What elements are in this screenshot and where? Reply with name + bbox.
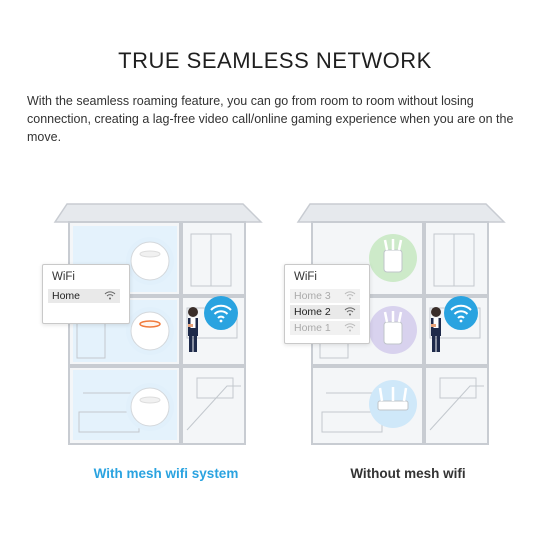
network-item-home-1[interactable]: Home 1 xyxy=(290,321,360,335)
wifi-icon xyxy=(344,307,356,316)
range-extender-icon xyxy=(369,306,417,354)
page-title: TRUE SEAMLESS NETWORK xyxy=(118,48,432,73)
wifi-network-panel: WiFi Home xyxy=(42,264,130,324)
mesh-node-icon xyxy=(126,383,174,431)
person-icon xyxy=(431,307,441,352)
wifi-icon xyxy=(444,296,478,330)
wifi-icon xyxy=(344,291,356,300)
mesh-node-icon xyxy=(126,237,174,285)
page-description: With the seamless roaming feature, you c… xyxy=(27,94,514,144)
network-name: Home 2 xyxy=(294,306,331,318)
person-icon xyxy=(188,307,198,352)
mesh-caption: With mesh wifi system xyxy=(93,466,239,481)
network-item-home-3[interactable]: Home 3 xyxy=(290,289,360,303)
wifi-icon xyxy=(104,291,116,300)
network-name: Home xyxy=(52,290,81,302)
wifi-icon xyxy=(344,323,356,332)
mesh-node-icon xyxy=(126,307,174,355)
network-item-home-2[interactable]: Home 2 xyxy=(290,305,360,319)
mesh-house-illustration xyxy=(47,198,267,448)
router-icon xyxy=(369,380,417,428)
range-extender-icon xyxy=(369,234,417,282)
wifi-icon xyxy=(204,296,238,330)
network-name: Home 3 xyxy=(294,290,331,302)
wifi-panel-title: WiFi xyxy=(294,271,317,283)
network-item-home[interactable]: Home xyxy=(48,289,120,303)
wifi-network-panel: WiFi Home 3 Home 2 Home 1 xyxy=(284,264,370,344)
network-name: Home 1 xyxy=(294,322,331,334)
non-mesh-caption: Without mesh wifi xyxy=(350,466,466,481)
wifi-panel-title: WiFi xyxy=(52,271,75,283)
